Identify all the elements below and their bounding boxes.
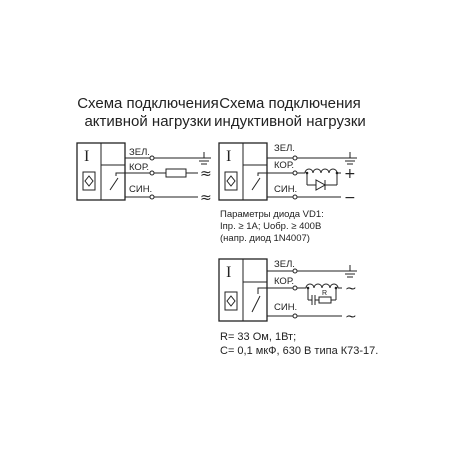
ground-icon	[343, 157, 357, 165]
circuit-inductive-rc: I ЗЕЛ. КОР. СИН. ~	[218, 258, 357, 325]
label-green: ЗЕЛ.	[274, 259, 295, 270]
sensor-face-icon	[82, 171, 96, 191]
label-green: ЗЕЛ.	[129, 147, 150, 158]
title-active-line1: Схема подключения	[77, 95, 219, 112]
diode-icon	[315, 179, 327, 191]
ground-icon	[197, 157, 211, 165]
label-brown: КОР.	[274, 160, 294, 171]
label-brown: КОР.	[274, 276, 294, 287]
ac-symbol-bottom: ≈	[200, 190, 212, 206]
circuit-inductive-diode: I ЗЕЛ. КОР. СИН. +	[218, 142, 357, 206]
sensor-symbol: I	[84, 148, 89, 165]
title-inductive-line2: индуктивной нагрузки	[214, 113, 366, 130]
snubber-r-label: R	[322, 290, 327, 297]
diode-params-line2: Iпр. ≥ 1А; Uобр. ≥ 400В	[220, 221, 321, 232]
plus-symbol: +	[344, 166, 356, 182]
switch-icon	[251, 287, 267, 313]
diode-params-line3: (напр. диод 1N4007)	[220, 233, 310, 244]
title-inductive-line1: Схема подключения	[219, 95, 361, 112]
sensor-symbol: I	[226, 148, 231, 165]
snubber-resistor-icon	[318, 296, 332, 304]
rc-params-line2: С= 0,1 мкФ, 630 В типа К73-17.	[220, 345, 378, 357]
sensor-face-icon	[224, 291, 238, 311]
switch-icon	[109, 172, 125, 191]
tilde-symbol-bottom: ~	[345, 309, 357, 325]
label-blue: СИН.	[129, 184, 152, 195]
inductor-icon	[305, 283, 339, 289]
label-blue: СИН.	[274, 184, 297, 195]
tilde-symbol-top: ~	[345, 281, 357, 297]
load-resistor-icon	[165, 168, 187, 178]
switch-icon	[251, 172, 267, 191]
label-green: ЗЕЛ.	[274, 143, 295, 154]
minus-symbol: −	[344, 190, 356, 206]
diode-params-line1: Параметры диода VD1:	[220, 209, 324, 220]
ac-symbol-top: ≈	[200, 166, 212, 182]
title-active-line2: активной нагрузки	[84, 113, 211, 130]
ground-icon	[343, 270, 357, 278]
inductor-icon	[304, 168, 338, 174]
label-brown: КОР.	[129, 162, 149, 173]
sensor-symbol: I	[226, 264, 231, 281]
label-blue: СИН.	[274, 302, 297, 313]
circuit-active-load: I ЗЕЛ. КОР. СИН. ≈ ≈	[76, 142, 212, 206]
rc-params-line1: R= 33 Ом, 1Вт;	[220, 331, 296, 343]
sensor-face-icon	[224, 171, 238, 191]
